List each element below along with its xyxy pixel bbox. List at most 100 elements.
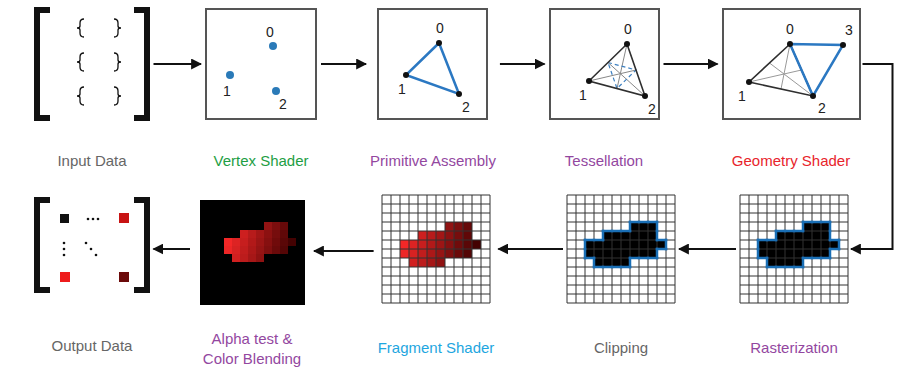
blended-pixel (256, 246, 264, 254)
subdivision-lines (589, 44, 645, 96)
grid-line (666, 195, 667, 303)
covered-cell (794, 240, 803, 249)
grid-line (567, 294, 675, 295)
grid-line (382, 231, 490, 232)
blended-pixel (240, 230, 248, 238)
shape-outline (630, 257, 639, 260)
fragment-cell (436, 249, 445, 258)
flow-arrow (498, 248, 563, 250)
covered-cell (812, 231, 821, 240)
flow-arrow (314, 250, 374, 252)
fragment-cell (445, 222, 454, 231)
covered-cell (803, 249, 812, 258)
stage-panel (382, 195, 490, 303)
ellipsis-dots (63, 218, 100, 257)
clipping-stage: Clipping (567, 195, 675, 358)
shape-outline (612, 230, 621, 233)
shape-outline (629, 258, 632, 267)
shape-outline (656, 231, 659, 240)
fragment-cell (409, 240, 418, 249)
grid-line (758, 195, 759, 303)
grid-line (382, 258, 490, 259)
fragment-cell (400, 249, 409, 258)
triangle-edge (589, 44, 645, 96)
vertex-number: 1 (579, 88, 587, 102)
blended-pixel (232, 246, 240, 254)
stage-caption: Fragment Shader (378, 338, 495, 358)
tessellated-triangle (586, 41, 648, 99)
subdivision-lines (749, 44, 813, 96)
blended-pixel (272, 230, 280, 238)
blended-pixel (280, 246, 288, 254)
fragment-cell (418, 258, 427, 267)
stage-caption: Output Data (52, 336, 133, 356)
shape-outline (603, 230, 612, 233)
covered-cell (639, 231, 648, 240)
covered-cell (812, 249, 821, 258)
covered-cell (776, 240, 785, 249)
grid-line (740, 195, 848, 196)
covered-cell (594, 249, 603, 258)
shape-outline (584, 249, 587, 258)
triangle-edge (749, 44, 813, 96)
vertex-dot (403, 72, 409, 78)
covered-cell (603, 258, 612, 267)
covered-cell (621, 258, 630, 267)
shape-outline (767, 239, 776, 242)
fragment-cell (418, 231, 427, 240)
flow-arrow (851, 64, 893, 249)
grid-line (382, 285, 490, 286)
covered-cell (821, 231, 830, 240)
blended-pixel (248, 238, 256, 246)
fragment-cell (472, 240, 481, 249)
vertex-number: 1 (738, 89, 746, 103)
covered-cell (612, 240, 621, 249)
grid-line (830, 195, 831, 303)
grid-line (382, 303, 490, 304)
stage-caption: Rasterization (750, 338, 838, 358)
brace (77, 19, 84, 37)
shape-outline (830, 248, 839, 251)
shape-outline (802, 222, 805, 231)
fragment-cell (445, 231, 454, 240)
shape-outline (758, 239, 767, 242)
grid-line (567, 267, 675, 268)
blended-pixel (264, 230, 272, 238)
stage-panel (200, 200, 305, 305)
shape-outline (830, 239, 839, 242)
covered-cell (630, 249, 639, 258)
grid-line (740, 204, 848, 205)
covered-cell (657, 240, 666, 249)
covered-cell (639, 240, 648, 249)
shape-outline (821, 257, 830, 260)
stage-panel (35, 10, 150, 118)
vertex-dot (624, 41, 630, 47)
vertex-number: 1 (223, 84, 231, 98)
bracket (134, 10, 147, 118)
stage-panel (740, 195, 848, 303)
blended-pixel (224, 238, 232, 246)
shape-outline (829, 222, 832, 231)
shape-outline (821, 221, 830, 224)
stage-panel (567, 195, 675, 303)
fragment-cell (418, 240, 427, 249)
stage-panel (549, 8, 660, 120)
shape-outline (776, 230, 785, 233)
shape-outline (657, 248, 666, 251)
grid-line (740, 294, 848, 295)
input-data: Input Data (35, 10, 150, 171)
grid-line (740, 276, 848, 277)
vertex-number: 0 (436, 21, 444, 35)
vertex-number: 2 (818, 101, 826, 115)
grid-line (740, 285, 848, 286)
dot (63, 242, 66, 245)
shape-outline (639, 221, 648, 224)
shape-outline (621, 230, 630, 233)
bracket (37, 200, 50, 290)
blended-pixel (288, 238, 296, 246)
covered-cell (767, 240, 776, 249)
new-triangle-edge (790, 44, 843, 96)
stage-caption: Input Data (57, 151, 126, 171)
stage-caption: Tessellation (565, 151, 643, 171)
